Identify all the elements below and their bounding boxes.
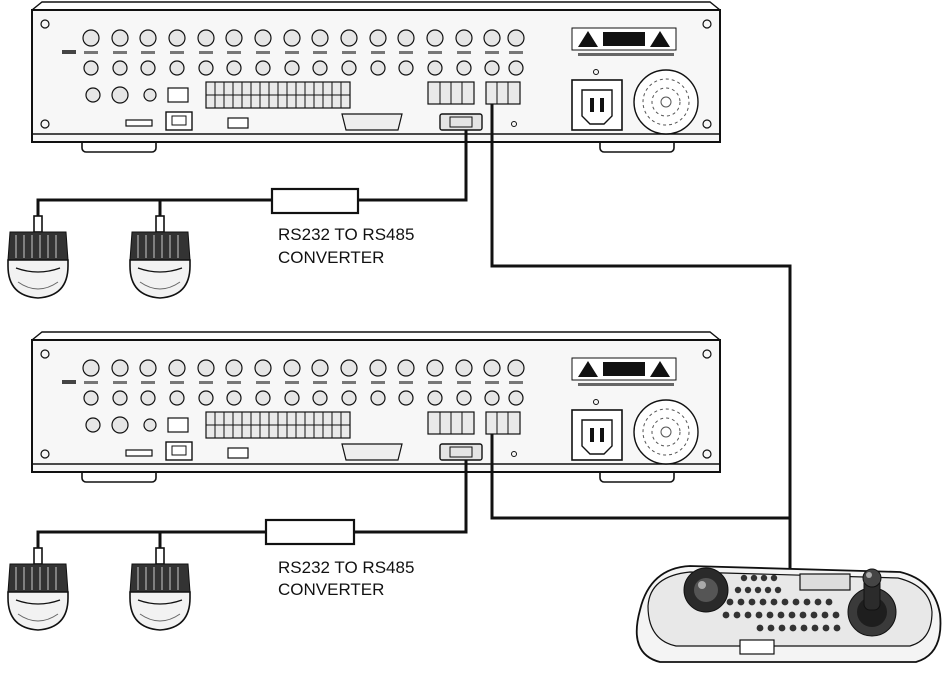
dvr-rear-panel-bottom [32, 332, 720, 482]
ptz-camera-icon [8, 216, 68, 298]
dvr-rear-panel-top [32, 2, 720, 152]
converter-label-bottom-line2: CONVERTER [278, 580, 384, 599]
converter-label-top-line2: CONVERTER [278, 248, 384, 267]
ptz-camera-icon [130, 216, 190, 298]
ptz-camera-icon [8, 548, 68, 630]
ptz-camera-icon [130, 548, 190, 630]
converter-box-bottom [266, 520, 354, 544]
converter-box-top [272, 189, 358, 213]
ptz-keyboard-icon [637, 566, 941, 662]
converter-label-bottom-line1: RS232 TO RS485 [278, 558, 414, 577]
converter-label-top-line1: RS232 TO RS485 [278, 225, 414, 244]
